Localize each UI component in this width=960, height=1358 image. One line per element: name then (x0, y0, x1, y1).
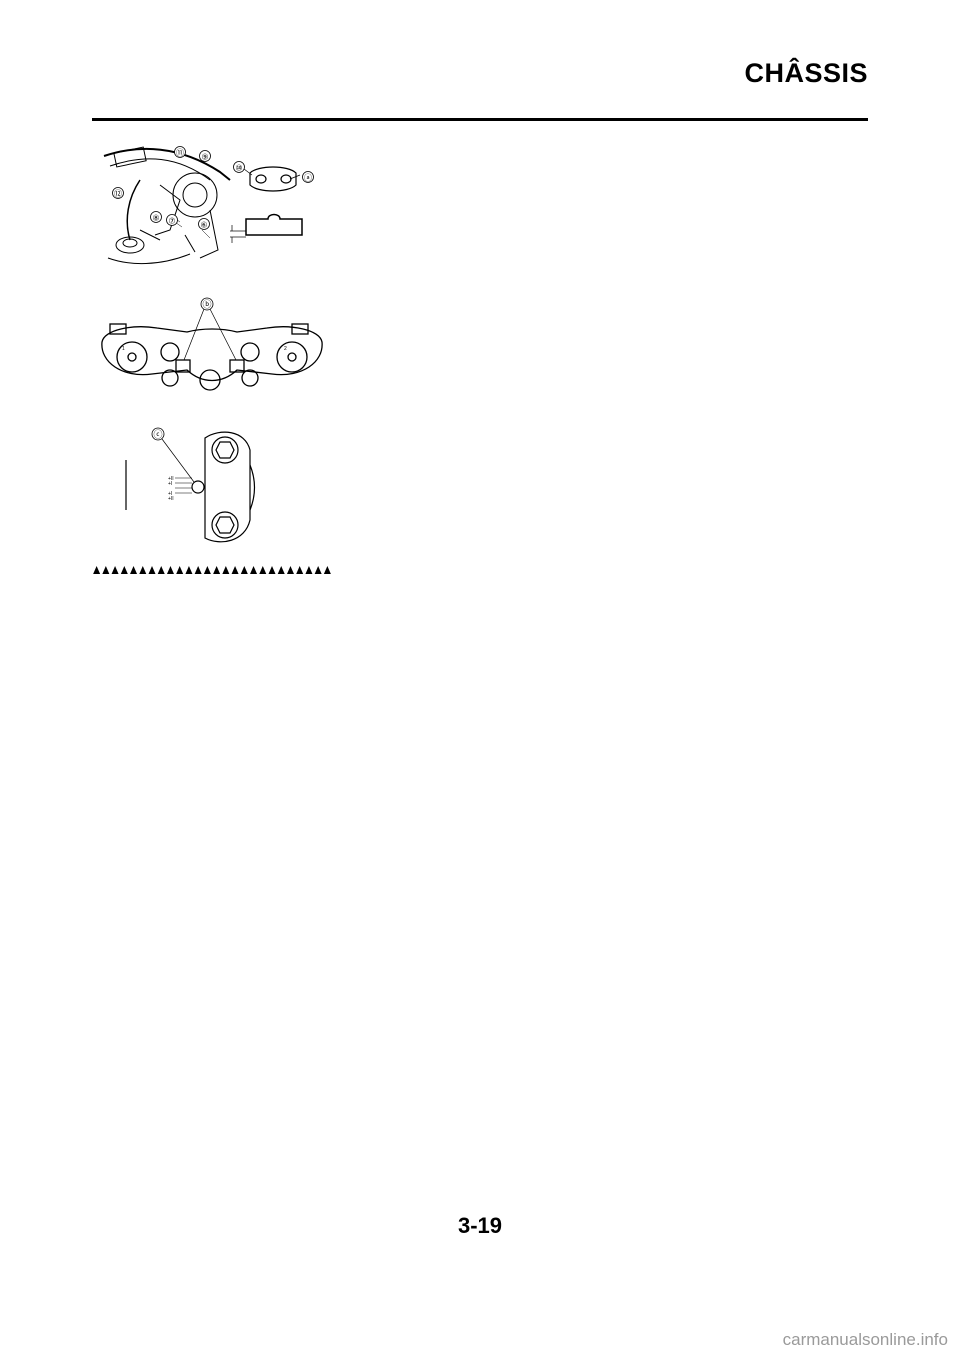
page-number: 3-19 (457, 1213, 503, 1238)
callout-a: ⓐ (304, 174, 312, 183)
triangle-marker (286, 566, 294, 574)
triangle-marker (203, 566, 211, 574)
fork-assembly-drawing: ⑪ ⑨ ⑫ ⑧ ⑦ ⑥ (103, 146, 231, 265)
triangle-marker (296, 566, 304, 574)
callout-b: ⓑ (202, 300, 211, 310)
triangle-marker (139, 566, 147, 574)
callout-c: ⓒ (153, 430, 162, 440)
triangle-row (93, 566, 331, 574)
scale-label-1: +II (168, 476, 174, 482)
scale-label-4: +II (168, 496, 174, 502)
callout-12: ⑫ (114, 190, 122, 199)
callout-6: ⑥ (200, 221, 207, 230)
triangle-marker (166, 566, 174, 574)
watermark: carmanualsonline.info (782, 1330, 948, 1349)
figure-fork-assembly: ⑪ ⑨ ⑫ ⑧ ⑦ ⑥ (100, 140, 330, 270)
triangle-marker (194, 566, 202, 574)
triangle-marker (102, 566, 110, 574)
triangle-marker (231, 566, 239, 574)
triangle-marker (185, 566, 193, 574)
triangle-marker (148, 566, 156, 574)
triangle-marker (222, 566, 230, 574)
triangle-marker (176, 566, 184, 574)
callout-7: ⑦ (168, 217, 175, 226)
triangle-marker (240, 566, 248, 574)
triangle-marker (111, 566, 119, 574)
triangle-marker (157, 566, 165, 574)
triangle-marker (250, 566, 258, 574)
callout-10: ⑩ (235, 164, 242, 173)
triangle-marker (314, 566, 322, 574)
figure-upper-bracket: ⓑ 1 2 (92, 292, 332, 402)
header-divider (92, 118, 868, 121)
figure-adjuster-scale: ⓒ +II +I +I +II (120, 420, 270, 555)
triangle-marker (323, 566, 331, 574)
triangle-marker (213, 566, 221, 574)
procedure-end-marker (92, 563, 332, 575)
page-title: CHÂSSIS (744, 58, 868, 88)
scale-mark-right: 2 (284, 346, 287, 352)
callout-9: ⑨ (201, 153, 208, 162)
callout-11: ⑪ (176, 149, 184, 158)
triangle-marker (259, 566, 267, 574)
triangle-marker (305, 566, 313, 574)
scale-label-3: +I (168, 491, 172, 497)
triangle-marker (120, 566, 128, 574)
scale-label-2: +I (168, 481, 172, 487)
triangle-marker (130, 566, 138, 574)
triangle-marker (277, 566, 285, 574)
triangle-marker (268, 566, 276, 574)
figure-cap-detail: ⑩ ⓐ (228, 155, 318, 250)
callout-8: ⑧ (152, 214, 159, 223)
triangle-marker (93, 566, 101, 574)
scale-mark-left: 1 (122, 346, 125, 352)
